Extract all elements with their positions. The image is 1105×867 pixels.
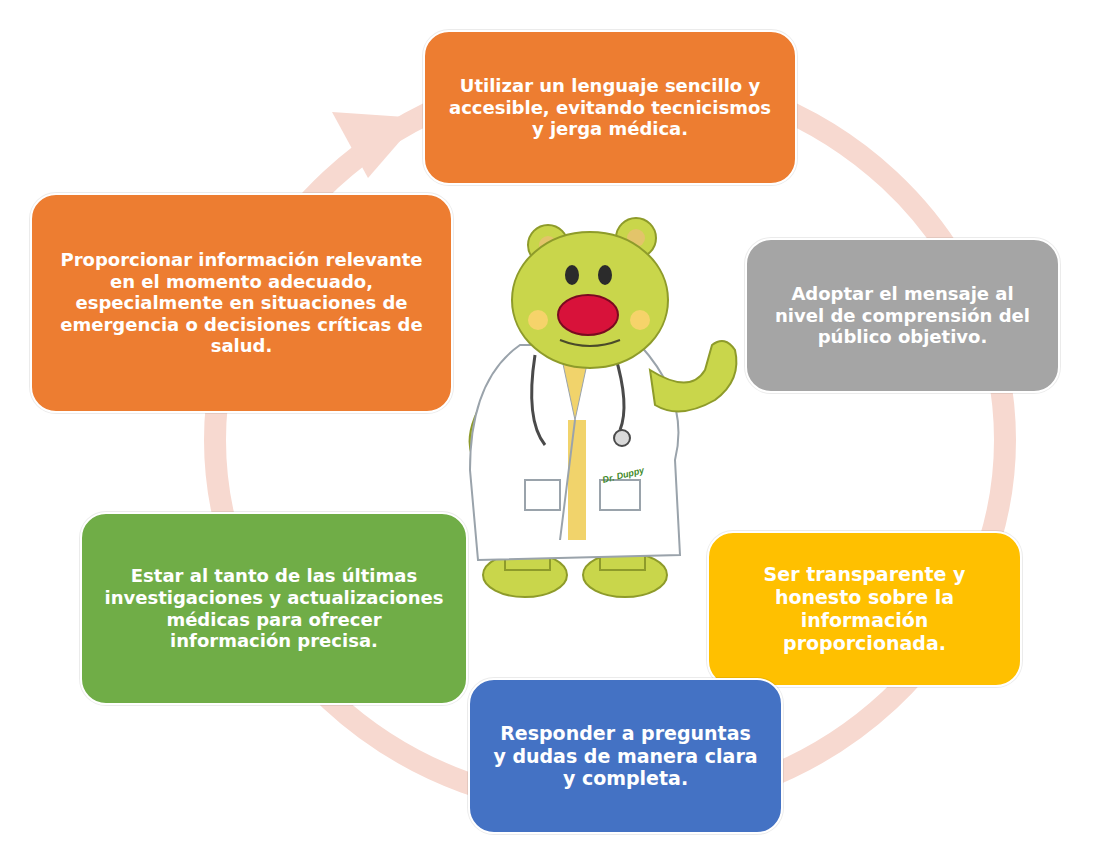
box-text: Ser transparente y honesto sobre la info… [731, 563, 998, 654]
box-text: Utilizar un lenguaje sencillo y accesibl… [447, 75, 773, 140]
info-box: Estar al tanto de las últimas investigac… [80, 512, 468, 705]
info-box: Responder a preguntas y dudas de manera … [468, 678, 783, 834]
box-text: Adoptar el mensaje al nivel de comprensi… [769, 283, 1036, 348]
box-text: Proporcionar información relevante en el… [54, 249, 429, 357]
box-text: Responder a preguntas y dudas de manera … [492, 722, 759, 790]
info-box: Proporcionar información relevante en el… [30, 193, 453, 413]
box-text: Estar al tanto de las últimas investigac… [104, 565, 444, 651]
info-box: Adoptar el mensaje al nivel de comprensi… [745, 238, 1060, 393]
info-box: Utilizar un lenguaje sencillo y accesibl… [423, 30, 797, 185]
info-box: Ser transparente y honesto sobre la info… [707, 531, 1022, 687]
